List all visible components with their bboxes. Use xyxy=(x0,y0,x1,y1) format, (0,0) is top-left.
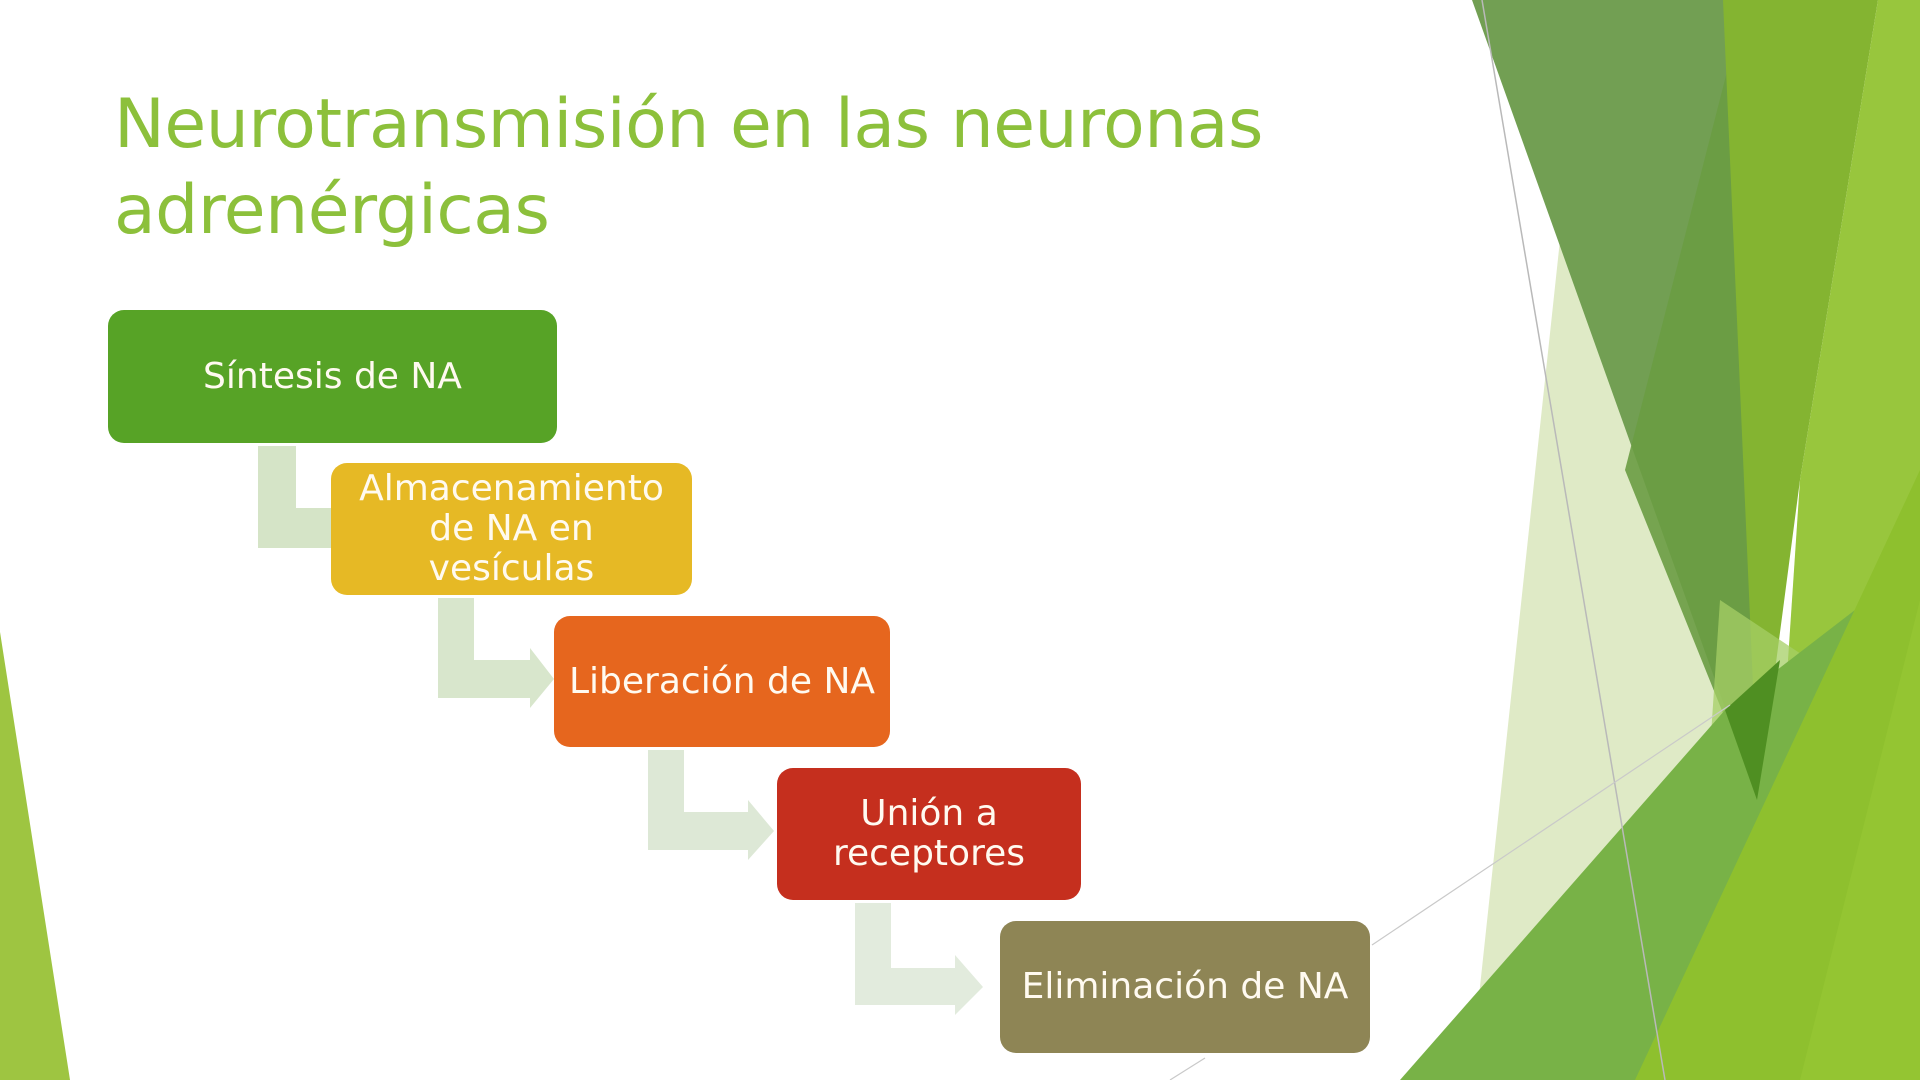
title-line-1: Neurotransmisión en las neuronas xyxy=(114,85,1263,164)
step-label-line-1: Unión a xyxy=(860,793,998,834)
step-label-line-1: Almacenamiento xyxy=(359,468,664,509)
connector-arrow-3 xyxy=(648,750,774,860)
step-label-line-2: de NA en vesículas xyxy=(428,508,595,589)
step-eliminacion: Eliminación de NA xyxy=(1000,921,1370,1053)
step-liberacion: Liberación de NA xyxy=(554,616,890,747)
lime-strip xyxy=(1800,600,1920,1080)
bright-green-band xyxy=(1723,0,1878,800)
slide-title: Neurotransmisión en las neuronas adrenér… xyxy=(114,82,1314,254)
connector-arrow-2 xyxy=(438,598,554,708)
gray-line xyxy=(1169,1057,1206,1080)
step-sintesis: Síntesis de NA xyxy=(108,310,557,443)
step-label: Eliminación de NA xyxy=(1021,966,1349,1007)
step-almacenamiento: Almacenamiento de NA en vesículas xyxy=(331,463,692,595)
step-label: Síntesis de NA xyxy=(203,355,462,397)
step-label: Liberación de NA xyxy=(569,660,875,702)
gray-line xyxy=(1481,0,1666,1080)
title-line-2: adrenérgicas xyxy=(114,171,550,250)
left-green-triangle xyxy=(0,632,70,1080)
gray-line xyxy=(1371,704,1731,946)
step-union-receptores: Unión a receptores xyxy=(777,768,1081,900)
connector-arrow-4 xyxy=(855,903,983,1015)
deep-green-sliver xyxy=(1725,660,1780,800)
connector-arrow-1 xyxy=(258,446,332,548)
step-label-line-2: receptores xyxy=(832,833,1025,874)
